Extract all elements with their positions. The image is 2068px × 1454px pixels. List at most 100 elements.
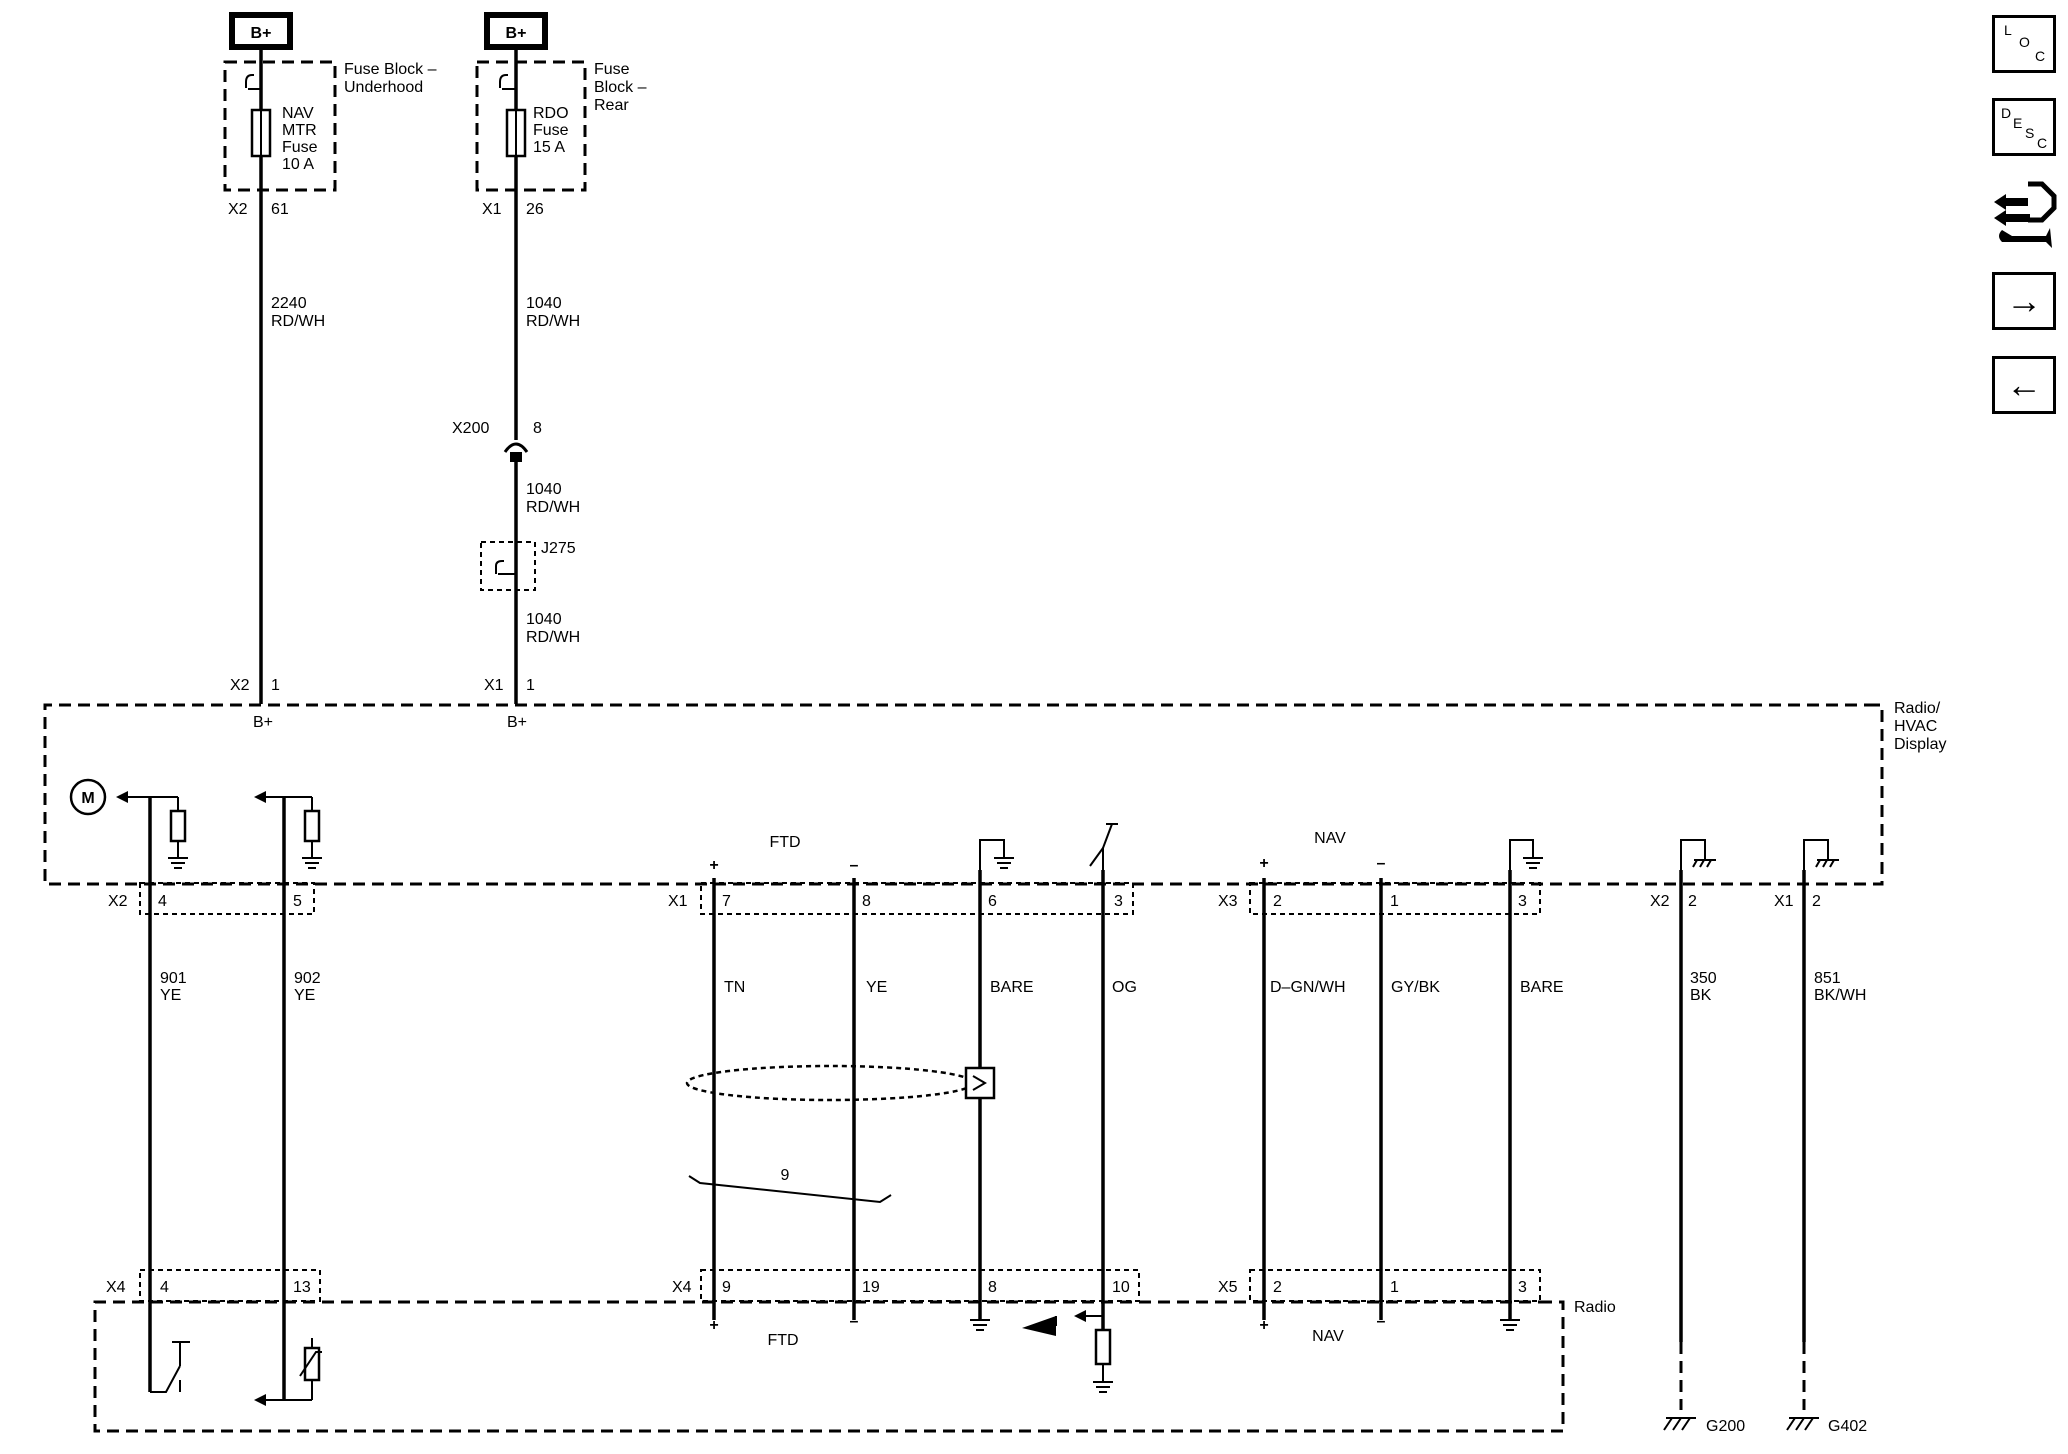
connector-wrench-icon[interactable] [1990,176,2060,254]
svg-text:J275: J275 [541,540,576,557]
svg-text:RD/WH: RD/WH [526,499,580,516]
svg-text:9: 9 [722,1279,731,1296]
radio-ground-nav [1500,1319,1520,1331]
svg-text:–: – [850,857,859,874]
svg-text:X1: X1 [668,893,688,910]
internal-chassis-ground-350 [1680,839,1716,870]
svg-text:–: – [850,1313,859,1330]
next-button[interactable]: → [1992,272,2056,330]
svg-text:Fuse: Fuse [282,139,318,156]
svg-text:YE: YE [294,987,315,1004]
svg-text:X200: X200 [452,420,489,437]
radio-og-circuit [1022,1310,1113,1393]
svg-text:–: – [1377,855,1386,872]
svg-text:BK: BK [1690,987,1712,1004]
svg-text:+: + [1259,1317,1268,1334]
svg-text:2240: 2240 [271,295,307,312]
svg-text:3: 3 [1518,893,1527,910]
svg-text:Rear: Rear [594,97,629,114]
svg-text:Underhood: Underhood [344,79,423,96]
internal-ground-bare-ftd [979,839,1014,870]
svg-text:3: 3 [1518,1279,1527,1296]
wrench-connector-icon [1994,181,2057,248]
svg-text:B+: B+ [507,714,527,731]
svg-text:NAV: NAV [1314,830,1346,847]
internal-ground-bare-nav [1509,839,1543,870]
svg-text:X4: X4 [106,1279,126,1296]
svg-text:10 A: 10 A [282,156,314,173]
radio-module: Radio + – FTD + – NAV [93,1299,1616,1433]
svg-text:1: 1 [271,677,280,694]
svg-text:61: 61 [271,201,289,218]
inline-connector-x200: X200 8 [452,420,542,462]
svg-text:1040: 1040 [526,481,562,498]
svg-text:+: + [709,1317,718,1334]
svg-text:10: 10 [1112,1279,1130,1296]
svg-text:X4: X4 [672,1279,692,1296]
svg-text:G402: G402 [1828,1418,1867,1435]
svg-text:YE: YE [160,987,181,1004]
svg-text:NAV: NAV [282,105,314,122]
svg-text:X2: X2 [108,893,128,910]
fuse-block-rear: Fuse Block – Rear RDO Fuse 15 A X1 26 [475,47,647,218]
svg-text:X1: X1 [482,201,502,218]
svg-text:YE: YE [866,979,887,996]
svg-text:RD/WH: RD/WH [526,629,580,646]
svg-text:3: 3 [1114,893,1123,910]
svg-text:NAV: NAV [1312,1328,1344,1345]
svg-text:MTR: MTR [282,122,317,139]
svg-text:1: 1 [526,677,535,694]
svg-text:2: 2 [1812,893,1821,910]
previous-button[interactable]: ← [1992,356,2056,414]
svg-text:BARE: BARE [990,979,1034,996]
location-button[interactable]: L O C [1992,15,2056,73]
svg-text:2: 2 [1273,1279,1282,1296]
svg-text:Fuse: Fuse [594,61,630,78]
svg-text:1: 1 [1390,893,1399,910]
svg-text:Radio: Radio [1574,1299,1616,1316]
svg-text:X1: X1 [484,677,504,694]
svg-text:6: 6 [988,893,997,910]
ground-g402: G402 [1786,1417,1867,1435]
svg-text:RD/WH: RD/WH [271,313,325,330]
svg-text:–: – [1377,1313,1386,1330]
radio-thermistor-902 [254,1338,322,1406]
svg-text:2: 2 [1688,893,1697,910]
power-source-right: B+ [484,12,548,50]
svg-text:BK/WH: BK/WH [1814,987,1866,1004]
svg-text:B+: B+ [253,714,273,731]
svg-text:G200: G200 [1706,1418,1745,1435]
svg-text:9: 9 [781,1167,790,1184]
svg-text:8: 8 [988,1279,997,1296]
svg-text:5: 5 [293,893,302,910]
twisted-pair-marker: 9 [688,1167,892,1204]
radio-hvac-display-module: Radio/ HVAC Display [43,700,1946,886]
svg-text:B+: B+ [506,25,527,42]
internal-switch-og [1089,823,1118,870]
connector-strip-bottom: X4 X4 X5 4 13 9 19 8 10 2 1 3 [106,1269,1541,1302]
svg-text:TN: TN [724,979,745,996]
svg-text:8: 8 [862,893,871,910]
svg-text:1040: 1040 [526,611,562,628]
svg-text:851: 851 [1814,970,1841,987]
ground-g200: G200 [1663,1417,1745,1435]
svg-text:Fuse: Fuse [533,122,569,139]
internal-chassis-ground-851 [1803,839,1839,870]
splice-j275: J275 [480,540,576,591]
svg-text:M: M [81,790,94,807]
svg-text:FTD: FTD [769,834,800,851]
svg-text:4: 4 [158,893,167,910]
svg-text:13: 13 [293,1279,311,1296]
svg-text:X1: X1 [1774,893,1794,910]
svg-text:X2: X2 [228,201,248,218]
svg-text:+: + [1259,855,1268,872]
wire-bundle [148,797,1806,1410]
svg-text:19: 19 [862,1279,880,1296]
svg-text:901: 901 [160,970,187,987]
arrow-right-icon: → [2006,280,2042,321]
description-button[interactable]: D E S C [1992,98,2056,156]
svg-text:2: 2 [1273,893,1282,910]
svg-text:FTD: FTD [767,1332,798,1349]
circuit-902-internal [254,791,322,869]
